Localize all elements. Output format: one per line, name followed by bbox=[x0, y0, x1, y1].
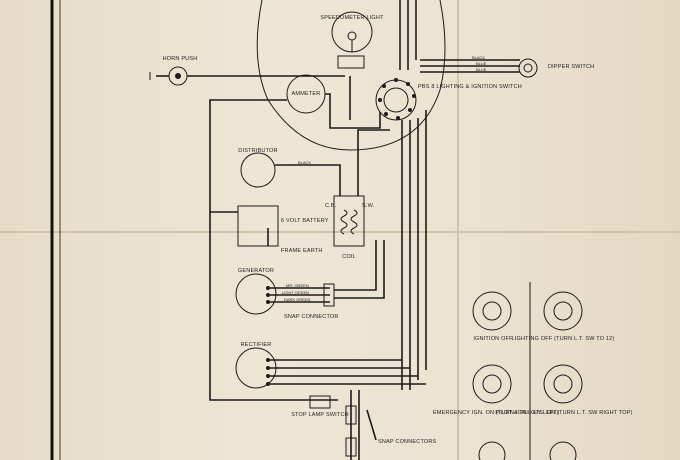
battery bbox=[237, 205, 279, 247]
switch-position-caption: EMERGENCY IGN. ON (TURN IGN. KEY LEFT) bbox=[433, 410, 559, 416]
wire-label: BLACK bbox=[472, 55, 485, 60]
coil-wire bbox=[357, 129, 390, 196]
coil-cb-label: C.B. bbox=[325, 203, 337, 209]
horn-push-label: HORN PUSH bbox=[163, 56, 198, 62]
distributor bbox=[240, 152, 276, 188]
generator-label: GENERATOR bbox=[238, 268, 274, 274]
wire-label: BLUE bbox=[476, 67, 487, 72]
coil-sw-label: S.W. bbox=[362, 203, 375, 209]
stop-lamp-switch-label: STOP LAMP SWITCH bbox=[291, 412, 349, 418]
ammeter-label: AMMETER bbox=[292, 91, 321, 97]
coil bbox=[333, 195, 365, 247]
headlamp-outline bbox=[256, 0, 446, 151]
dipper-switch-label: DIPPER SWITCH bbox=[548, 64, 594, 70]
speedometer-light bbox=[331, 11, 373, 53]
wire bbox=[334, 240, 377, 291]
snap-connector-label: SNAP CONNECTOR bbox=[284, 314, 339, 320]
distributor-label: DISTRIBUTOR bbox=[238, 148, 277, 154]
switch-position-5 bbox=[478, 441, 577, 460]
battery-label: 6 VOLT BATTERY bbox=[281, 218, 329, 224]
speedometer-light-label: SPEEDOMETER LIGHT bbox=[320, 15, 384, 21]
stop-lamp-switch bbox=[309, 395, 331, 409]
wire-label: DARK GREEN bbox=[284, 297, 311, 302]
pbs8-switch-label: PBS 8 LIGHTING & IGNITION SWITCH bbox=[418, 84, 522, 90]
distributor-wire bbox=[275, 164, 341, 196]
wire bbox=[334, 240, 385, 299]
snap-connectors-label: SNAP CONNECTORS bbox=[378, 439, 437, 445]
rectifier-label: RECTIFIER bbox=[241, 342, 272, 348]
switch-position-caption: IGNITION OFF bbox=[473, 336, 513, 342]
generator bbox=[235, 273, 277, 315]
wire-label: BLACK bbox=[298, 160, 311, 165]
ammeter-wire bbox=[325, 93, 381, 129]
wire-label: LIGHT GREEN bbox=[282, 290, 309, 295]
main-loop-wire bbox=[209, 99, 338, 401]
switch-position-4 bbox=[543, 364, 583, 404]
coil-label: COIL bbox=[342, 254, 356, 260]
terminal-block bbox=[337, 55, 365, 69]
switch-position-caption: PILOT & TAIL LTS. ON (TURN L.T. SW RIGHT… bbox=[495, 410, 632, 416]
horn-push bbox=[149, 66, 188, 86]
dipper-switch bbox=[518, 58, 538, 78]
snap-connector-block bbox=[323, 283, 335, 307]
wire bbox=[366, 409, 377, 441]
wire-label: MR. GREEN bbox=[286, 283, 309, 288]
pbs8-switch bbox=[375, 78, 417, 121]
frame-earth-label: FRAME EARTH bbox=[281, 248, 323, 254]
switch-position-caption: LIGHTING OFF (TURN L.T. SW TO 12) bbox=[512, 336, 615, 342]
switch-position-1 bbox=[472, 291, 512, 331]
switch-position-2 bbox=[543, 291, 583, 331]
wire-label: BLUE bbox=[476, 61, 487, 66]
switch-position-3 bbox=[472, 364, 512, 404]
